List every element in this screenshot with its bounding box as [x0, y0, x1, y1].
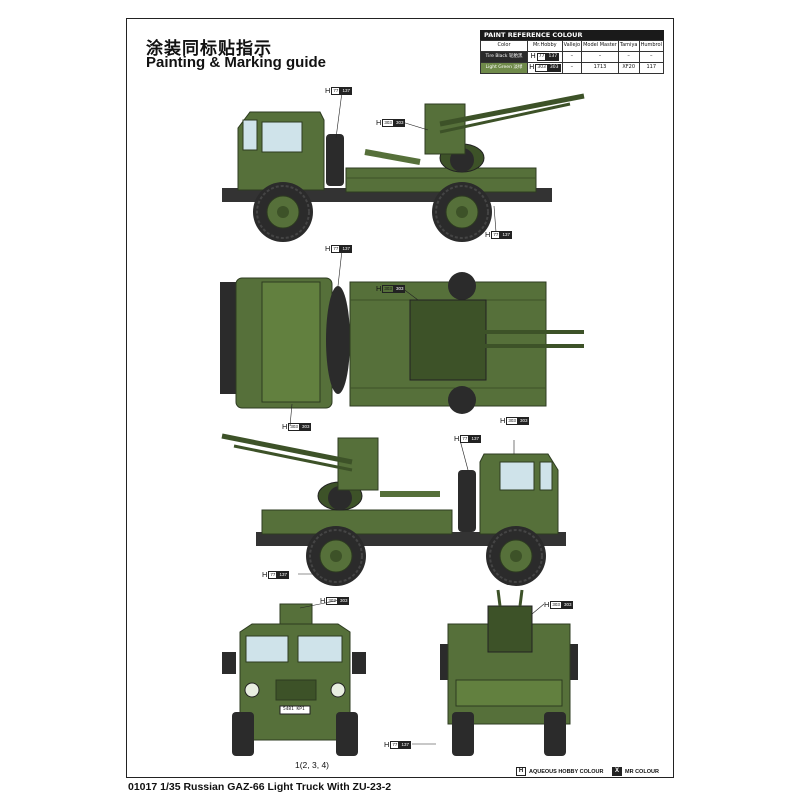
tamiya-cell: XF20 — [617, 62, 640, 74]
legend-aqueous: H AQUEOUS HOBBY COLOUR — [516, 767, 603, 776]
title-english: Painting & Marking guide — [146, 54, 327, 71]
gun-top — [409, 299, 487, 381]
aqueous-label: AQUEOUS HOBBY COLOUR — [529, 768, 604, 775]
modelmaster-cell: 1713 — [581, 62, 619, 74]
gun-barrel — [439, 93, 585, 127]
page-frame — [126, 18, 674, 778]
cargo-bed — [345, 167, 537, 193]
paint-reference-table: PAINT REFERENCE COLOUR Color Mr.Hobby Va… — [480, 30, 664, 74]
side-view-right-facing — [221, 433, 566, 587]
rear-view — [440, 589, 578, 756]
side-view-left-facing — [222, 93, 585, 243]
title-chinese: 涂装同标贴指示 — [146, 39, 272, 59]
top-view — [220, 272, 584, 414]
front-view — [222, 603, 366, 756]
license-plate-text: 5481 KP1 — [283, 707, 305, 712]
aqueous-symbol: H — [516, 767, 526, 776]
humbrol-cell: 117 — [638, 62, 664, 74]
vallejo-cell: – — [561, 62, 583, 74]
cab-window — [261, 121, 303, 153]
color-swatch-light-green: Light Green 淡绿 — [480, 62, 528, 74]
spare-wheel-top — [326, 286, 350, 394]
legend-mr: X MR COLOUR — [612, 767, 659, 776]
paint-table-caption: PAINT REFERENCE COLOUR — [480, 30, 664, 40]
mr-label: MR COLOUR — [625, 768, 659, 775]
rear-wheel — [431, 181, 493, 243]
license-plate — [279, 705, 311, 715]
mr-symbol: X — [612, 767, 622, 776]
footer-title: 01017 1/35 Russian GAZ-66 Light Truck Wi… — [128, 781, 392, 793]
front-wheel — [252, 181, 314, 243]
decal-note: 1(2, 3, 4) — [295, 760, 330, 770]
